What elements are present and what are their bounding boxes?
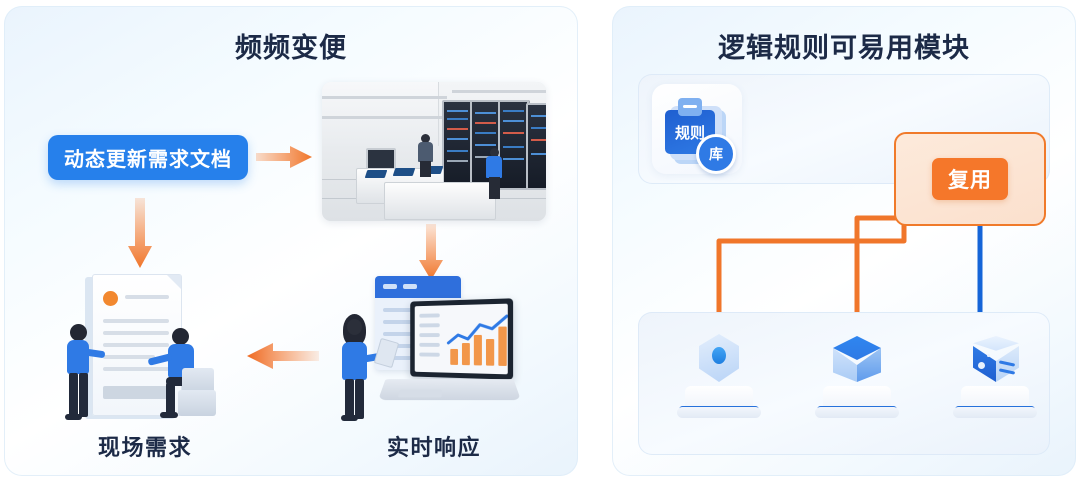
person-woman-with-tablet [337,314,400,422]
caption-onsite-requirement: 现场需求 [97,435,192,460]
cube-node[interactable] [809,330,905,418]
node-plinth [813,386,901,418]
reuse-label: 复用 [948,169,992,192]
library-badge-label: 库 [709,146,723,162]
infrastructure-card [638,312,1050,455]
arrow-right-badge-to-photo [256,144,312,170]
clipboard-icon: 规则 [665,110,715,154]
rule-label: 规则 [674,124,705,142]
left-panel-title: 频频变便 [235,33,347,63]
data-center-photo [322,82,546,221]
person-standing-left [62,324,106,420]
reuse-box[interactable]: 复用 [894,132,1046,226]
caption-realtime-response: 实时响应 [386,435,481,460]
server-node[interactable] [947,330,1043,418]
clipboard-clip-icon [678,98,702,116]
person-seated-right [147,328,224,420]
right-panel: 逻辑规则可易用模块 规则 [612,6,1076,476]
shield-node[interactable] [671,330,767,418]
onsite-requirement-illustration [62,274,232,424]
laptop-screen [410,298,514,380]
realtime-response-illustration [337,272,522,424]
library-badge: 库 [696,134,736,174]
dynamic-update-badge[interactable]: 动态更新需求文档 [48,135,248,180]
node-plinth [951,386,1039,418]
rule-clipboard-tile[interactable]: 规则 库 [652,84,742,174]
arrow-down-badge-to-doc [127,198,153,270]
arrow-down-photo-to-laptop [418,224,444,282]
reuse-chip: 复用 [932,158,1008,200]
left-panel: 频频变便 动态更新需求文档 [4,6,578,476]
arrow-left-laptop-to-doc [247,341,319,371]
rule-library-card: 规则 库 复用 [638,74,1050,226]
cube-icon [829,334,885,390]
shield-icon [691,334,747,390]
right-panel-title: 逻辑规则可易用模块 [718,33,970,63]
dynamic-update-badge-label: 动态更新需求文档 [64,149,232,171]
server-icon [967,334,1023,390]
node-plinth [675,386,763,418]
laptop-keyboard [378,379,521,401]
